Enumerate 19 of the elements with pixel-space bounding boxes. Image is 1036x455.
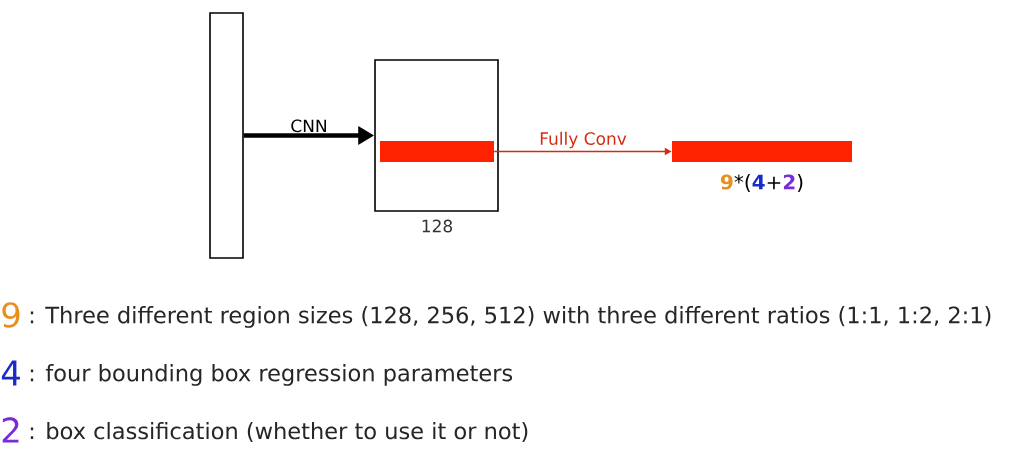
output-formula: 9*(4+ 2 ) xyxy=(721,174,803,192)
legend-number: 4 xyxy=(1,360,20,386)
node-label: 4 xyxy=(752,174,765,190)
size-label: 128 xyxy=(422,219,453,233)
legend-text: : box classification (whether to use it or not) xyxy=(30,421,528,442)
feature-bar xyxy=(380,141,494,162)
legend-text: : four bounding box regression parameters xyxy=(30,364,513,386)
feature-map-box xyxy=(209,12,244,259)
legend-text: : Three different region sizes (128, 256, 512) with three different ratios (1:1, 1:2, 2:1) xyxy=(30,306,991,328)
node-label: 2 xyxy=(783,174,795,190)
node-label: 9 xyxy=(720,174,733,190)
node-label: *( xyxy=(734,174,751,192)
legend-number: 9 xyxy=(2,302,20,328)
node-label: + xyxy=(767,176,781,190)
feature-bar xyxy=(672,141,852,162)
node-label: ) xyxy=(797,174,803,192)
edge-label: Fully Conv xyxy=(540,131,627,149)
edge-label: CNN xyxy=(291,119,326,133)
legend-number: 2 xyxy=(2,417,19,443)
